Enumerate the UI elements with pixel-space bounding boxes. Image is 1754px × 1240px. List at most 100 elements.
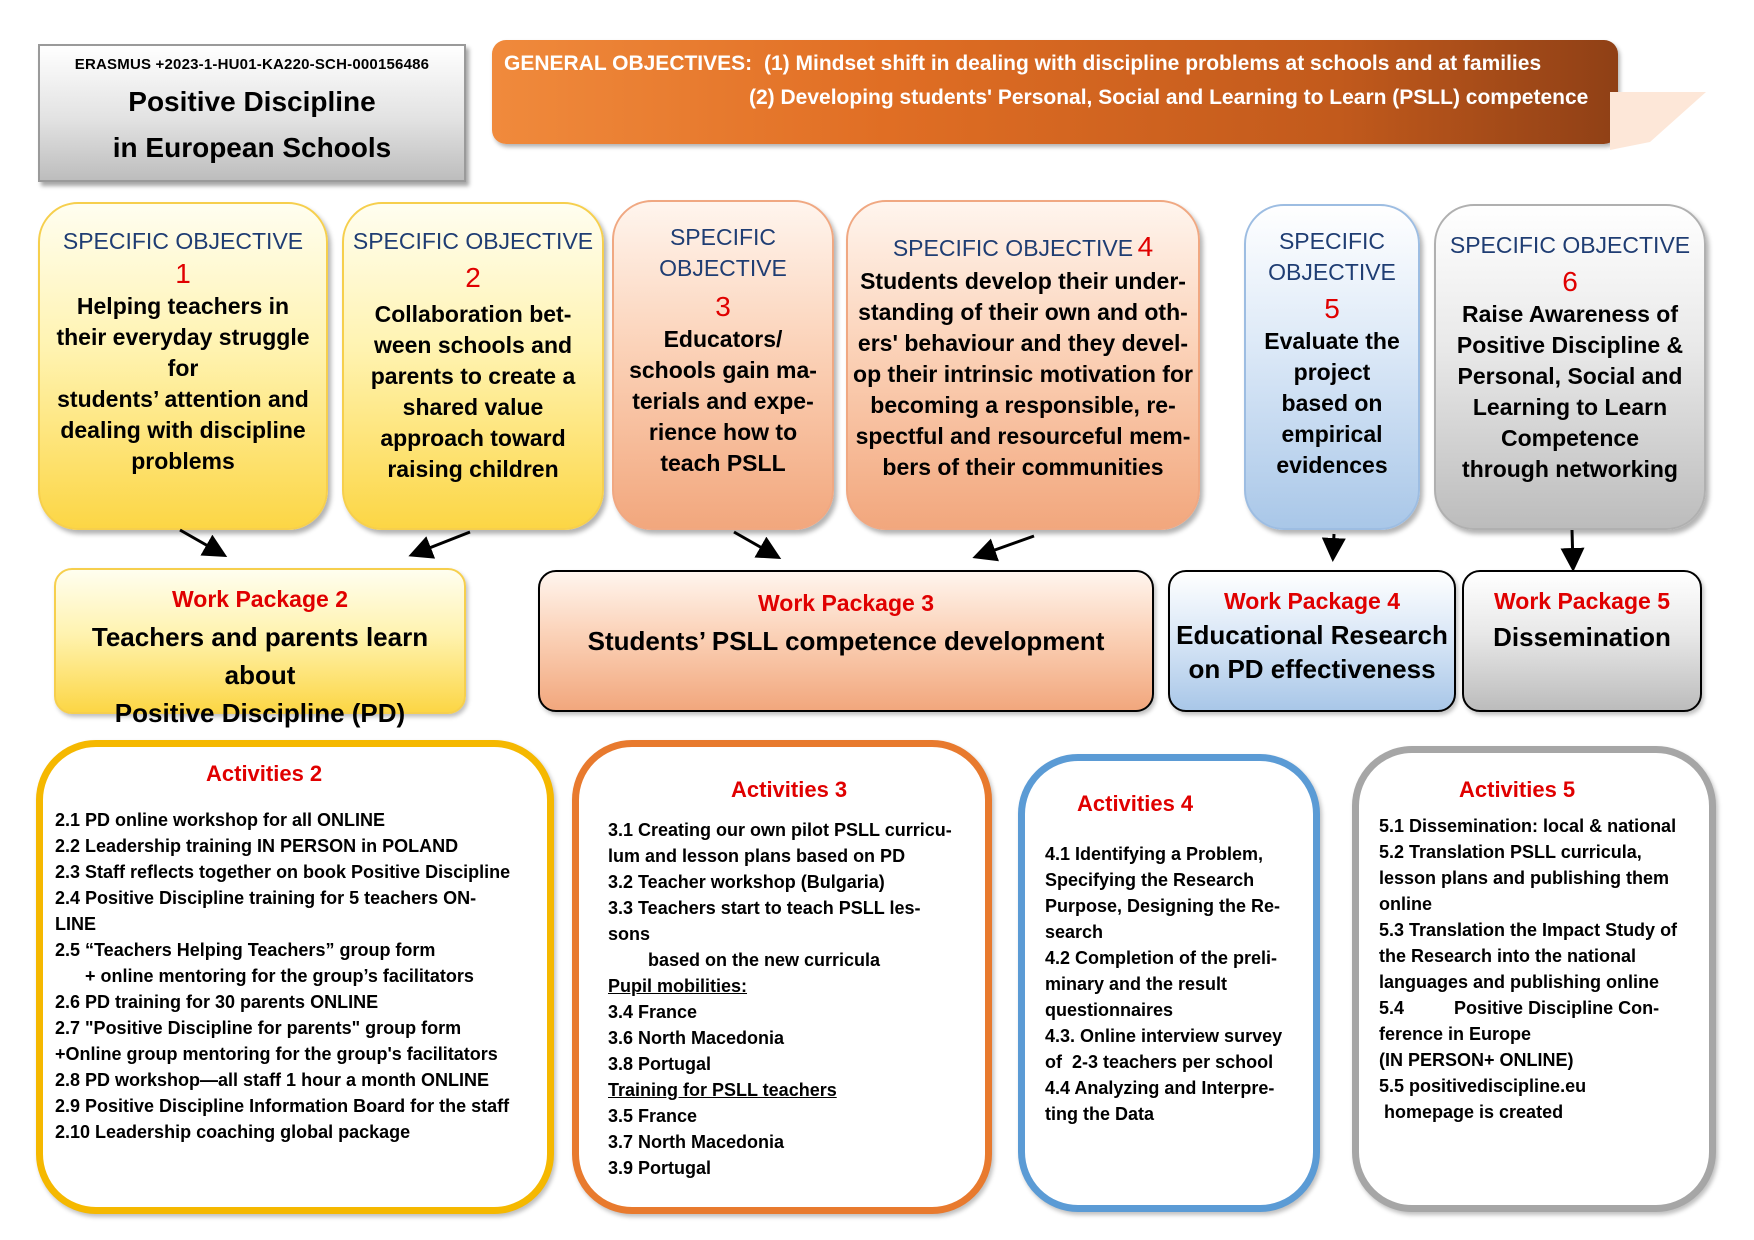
activity-item: sons: [608, 924, 651, 944]
activity-item: +Online group mentoring for the group's …: [55, 1044, 498, 1064]
activity-item: the Research into the national: [1379, 946, 1637, 966]
activity-item: 5.4 Positive Discipline Con-: [1379, 998, 1660, 1018]
activity-item: ference in Europe: [1379, 1024, 1532, 1044]
activity-item: 5.2 Translation PSLL curricula,: [1379, 842, 1642, 862]
activity-item: 2.9 Positive Discipline Information Boar…: [55, 1096, 510, 1116]
specific-objective-2: SPECIFIC OBJECTIVE 2 Collaboration bet- …: [342, 202, 604, 530]
activity-item: 2.6 PD training for 30 parents ONLINE: [55, 992, 379, 1012]
activities-title: Activities 2: [206, 761, 323, 786]
wp-title: Work Package 4: [1223, 588, 1400, 614]
activities-list: 5.1 Dissemination: local & national 5.2 …: [1379, 813, 1677, 1125]
activity-item: ting the Data: [1045, 1104, 1155, 1124]
activity-item: of 2-3 teachers per school: [1045, 1052, 1274, 1072]
project-title-box: ERASMUS +2023-1-HU01-KA220-SCH-000156486…: [38, 44, 466, 182]
activity-item: 5.5 positivediscipline.eu: [1379, 1076, 1587, 1096]
activity-item: minary and the result: [1045, 974, 1228, 994]
wp-title: Work Package 5: [1493, 588, 1670, 614]
activity-item: 3.8 Portugal: [608, 1054, 712, 1074]
wp-text: Teachers and parents learn about Positiv…: [91, 622, 429, 728]
activity-item: LINE: [55, 914, 97, 934]
arrow-so6-wp5: [1560, 529, 1585, 572]
activity-item: search: [1045, 922, 1104, 942]
so-number: 5: [1324, 293, 1340, 324]
project-title-line1: Positive Discipline: [128, 86, 376, 117]
so-label: SPECIFIC OBJECTIVE: [62, 228, 304, 254]
so-number: 4: [1137, 231, 1154, 262]
activity-item: 4.2 Completion of the preli-: [1045, 948, 1278, 968]
activity-item: 3.3 Teachers start to teach PSLL les-: [608, 898, 921, 918]
so-number: 3: [715, 291, 731, 322]
work-package-3: Work Package 3 Students’ PSLL competence…: [538, 570, 1154, 712]
so-label: SPECIFIC OBJECTIVE: [659, 224, 787, 281]
activity-item: online: [1379, 894, 1432, 914]
activity-item: 3.2 Teacher workshop (Bulgaria): [608, 872, 885, 892]
activity-item: languages and publishing online: [1379, 972, 1660, 992]
activity-item: 3.1 Creating our own pilot PSLL curricu-: [608, 820, 952, 840]
general-objectives-banner: GENERAL OBJECTIVES: (1) Mindset shift in…: [492, 40, 1618, 144]
activity-item: questionnaires: [1045, 1000, 1174, 1020]
activity-heading-pupil-mobilities: Pupil mobilities:: [608, 976, 748, 996]
specific-objective-1: SPECIFIC OBJECTIVE 1 Helping teachers in…: [38, 202, 328, 530]
work-package-4: Work Package 4 Educational Research on P…: [1168, 570, 1456, 712]
specific-objective-4: SPECIFIC OBJECTIVE 4 Students develop th…: [846, 200, 1200, 530]
so-label: SPECIFIC OBJECTIVE: [1449, 232, 1691, 258]
general-objective-1: (1) Mindset shift in dealing with discip…: [764, 52, 1542, 75]
activities-title: Activities 3: [731, 777, 848, 802]
wp-title: Work Package 3: [757, 590, 934, 616]
so-label: SPECIFIC OBJECTIVE: [352, 228, 594, 254]
so-text: Students develop their under- standing o…: [853, 268, 1193, 480]
project-code: ERASMUS +2023-1-HU01-KA220-SCH-000156486: [74, 56, 430, 73]
activity-item: (IN PERSON+ ONLINE): [1379, 1050, 1574, 1070]
specific-objective-6: SPECIFIC OBJECTIVE 6 Raise Awareness of …: [1434, 204, 1706, 530]
wp-text: Students’ PSLL competence development: [587, 626, 1105, 656]
activity-item: homepage is created: [1379, 1102, 1564, 1122]
activity-item: 5.1 Dissemination: local & national: [1379, 816, 1677, 836]
activity-item: 2.3 Staff reflects together on book Posi…: [55, 862, 511, 882]
project-title-line2: in European Schools: [112, 132, 392, 163]
activities-3-box: Activities 3 3.1 Creating our own pilot …: [572, 740, 992, 1214]
activity-item: Specifying the Research: [1045, 870, 1255, 890]
so-text: Evaluate the project based on empirical …: [1264, 328, 1400, 478]
so-text: Helping teachers in their everyday strug…: [56, 293, 310, 474]
arrow-so1-wp2: [179, 528, 228, 557]
activities-5-box: Activities 5 5.1 Dissemination: local & …: [1352, 746, 1716, 1212]
activities-4-box: Activities 4 4.1 Identifying a Problem, …: [1018, 754, 1320, 1212]
activity-item: 4.1 Identifying a Problem,: [1045, 844, 1264, 864]
wp-title: Work Package 2: [171, 586, 348, 612]
activity-item: 2.2 Leadership training IN PERSON in POL…: [55, 836, 459, 856]
so-number: 6: [1562, 266, 1578, 297]
activity-item: lum and lesson plans based on PD: [608, 846, 906, 866]
activity-item: 2.5 “Teachers Helping Teachers” group fo…: [55, 940, 436, 960]
work-package-2: Work Package 2 Teachers and parents lear…: [54, 568, 466, 728]
activity-heading-training: Training for PSLL teachers: [608, 1080, 837, 1100]
so-text: Raise Awareness of Positive Discipline &…: [1456, 301, 1684, 482]
activities-list: 3.1 Creating our own pilot PSLL curricu-…: [608, 817, 952, 1181]
wp-text: Dissemination: [1493, 622, 1671, 652]
activities-title: Activities 4: [1077, 791, 1194, 816]
activities-title: Activities 5: [1459, 777, 1576, 802]
arrow-so2-wp2: [408, 530, 471, 559]
activity-item: 3.4 France: [608, 1002, 698, 1022]
activity-item: based on the new curricula: [608, 950, 881, 970]
activity-item: 2.7 "Positive Discipline for parents" gr…: [55, 1018, 462, 1038]
arrow-so4-wp3: [972, 534, 1035, 562]
so-text: Educators/ schools gain ma- terials and …: [629, 326, 817, 476]
work-package-5: Work Package 5 Dissemination: [1462, 570, 1702, 712]
activity-item: 2.4 Positive Discipline training for 5 t…: [55, 888, 477, 908]
wp-text: Educational Research on PD effectiveness: [1176, 620, 1448, 684]
activity-item: 4.4 Analyzing and Interpre-: [1045, 1078, 1275, 1098]
arrow-so5-wp4: [1321, 533, 1346, 562]
activity-item: 2.8 PD workshop—all staff 1 hour a month…: [55, 1070, 490, 1090]
specific-objective-5: SPECIFIC OBJECTIVE 5 Evaluate the projec…: [1244, 204, 1420, 530]
activity-item: 2.1 PD online workshop for all ONLINE: [55, 810, 386, 830]
so-text: Collaboration bet- ween schools and pare…: [370, 301, 576, 482]
so-number: 2: [465, 262, 481, 293]
activities-list: 2.1 PD online workshop for all ONLINE 2.…: [55, 807, 510, 1145]
so-label: SPECIFIC OBJECTIVE: [1268, 228, 1396, 285]
specific-objective-3: SPECIFIC OBJECTIVE 3 Educators/ schools …: [612, 200, 834, 530]
activity-item: 2.10 Leadership coaching global package: [55, 1122, 411, 1142]
activity-item: Purpose, Designing the Re-: [1045, 896, 1281, 916]
general-objectives-label: GENERAL OBJECTIVES:: [504, 52, 753, 75]
activity-item: 3.9 Portugal: [608, 1158, 712, 1178]
